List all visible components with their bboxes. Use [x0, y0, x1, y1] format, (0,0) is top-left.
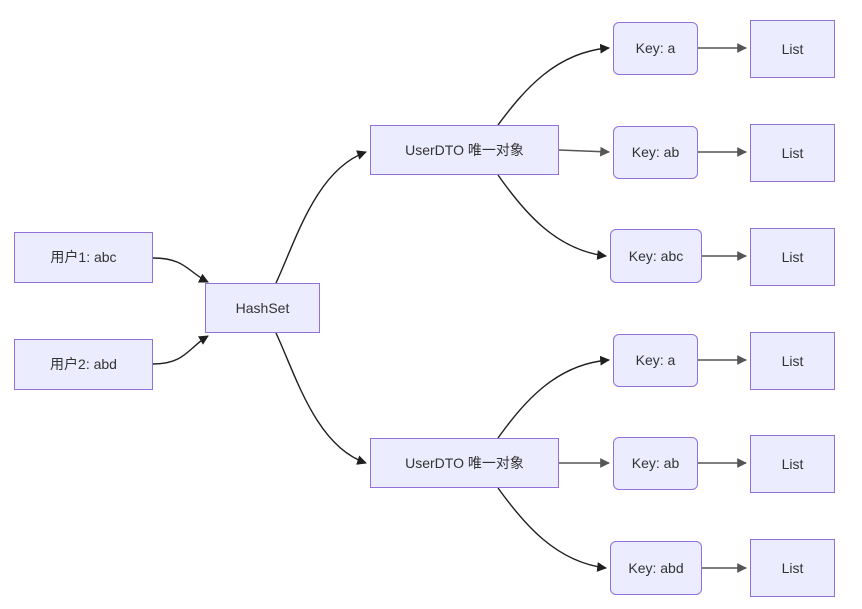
node-userdto-top[interactable]: UserDTO 唯一对象: [370, 125, 559, 175]
node-key-top-a-label: Key: a: [635, 40, 676, 57]
edge-dto-top-to-key-ab: [558, 146, 610, 157]
bottom-caption: [0, 601, 862, 609]
node-list-top-3-label: List: [781, 248, 804, 265]
node-list-top-1[interactable]: List: [750, 20, 835, 78]
node-user2[interactable]: 用户2: abd: [14, 339, 153, 390]
node-user2-label: 用户2: abd: [50, 356, 117, 373]
edge-dto-top-to-key-a: [497, 43, 610, 126]
node-user1-label: 用户1: abc: [50, 249, 117, 266]
node-key-top-abc[interactable]: Key: abc: [610, 229, 702, 283]
node-list-bottom-1[interactable]: List: [750, 332, 835, 390]
node-key-top-abc-label: Key: abc: [628, 247, 684, 264]
node-key-bottom-abd-label: Key: abd: [628, 559, 684, 576]
edge-dto-bottom-to-key-a: [497, 355, 610, 439]
node-key-top-ab-label: Key: ab: [631, 144, 680, 161]
node-list-top-1-label: List: [781, 40, 804, 57]
node-list-bottom-2[interactable]: List: [750, 435, 835, 493]
node-list-bottom-3[interactable]: List: [750, 539, 835, 597]
edge-dto-top-to-key-abc: [497, 174, 607, 260]
edge-user1-to-hashset: [152, 257, 209, 283]
edge-hashset-to-dto-top: [275, 150, 367, 284]
node-list-bottom-3-label: List: [781, 559, 804, 576]
node-hashset-label: HashSet: [235, 299, 290, 316]
node-list-bottom-1-label: List: [781, 352, 804, 369]
node-list-top-3[interactable]: List: [750, 228, 835, 286]
node-key-top-a[interactable]: Key: a: [613, 22, 698, 75]
edge-hashset-to-dto-bottom: [275, 332, 367, 465]
node-key-bottom-a-label: Key: a: [635, 352, 676, 369]
node-user1[interactable]: 用户1: abc: [14, 232, 153, 283]
node-userdto-bottom[interactable]: UserDTO 唯一对象: [370, 438, 559, 488]
node-list-top-2[interactable]: List: [750, 124, 835, 182]
edge-user2-to-hashset: [152, 335, 209, 365]
edge-dto-bottom-to-key-abd: [497, 487, 607, 572]
node-userdto-bottom-label: UserDTO 唯一对象: [405, 454, 524, 471]
node-list-bottom-2-label: List: [781, 455, 804, 472]
node-key-bottom-ab-label: Key: ab: [631, 455, 680, 472]
node-key-bottom-ab[interactable]: Key: ab: [613, 437, 698, 490]
node-userdto-top-label: UserDTO 唯一对象: [405, 141, 524, 158]
node-key-top-ab[interactable]: Key: ab: [613, 126, 698, 179]
node-key-bottom-a[interactable]: Key: a: [613, 334, 698, 387]
node-hashset[interactable]: HashSet: [205, 283, 320, 333]
node-key-bottom-abd[interactable]: Key: abd: [610, 541, 702, 595]
node-list-top-2-label: List: [781, 144, 804, 161]
